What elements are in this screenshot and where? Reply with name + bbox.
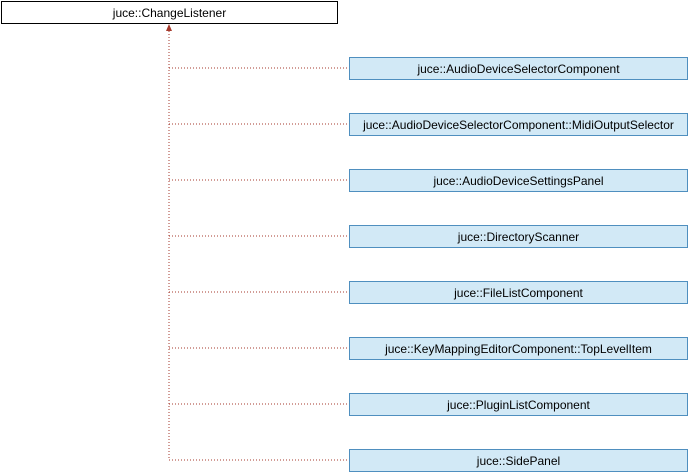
derived-class-node[interactable]: juce::KeyMappingEditorComponent::TopLeve… [349,337,688,360]
derived-class-node[interactable]: juce::PluginListComponent [349,393,688,416]
derived-class-node[interactable]: juce::AudioDeviceSelectorComponent::Midi… [349,113,688,136]
derived-class-label: juce::AudioDeviceSettingsPanel [433,173,604,188]
base-class-node: juce::ChangeListener [1,1,338,24]
derived-class-label: juce::AudioDeviceSelectorComponent [417,61,620,76]
derived-class-label: juce::SidePanel [476,453,561,468]
derived-class-label: juce::PluginListComponent [447,397,590,412]
derived-class-label: juce::DirectoryScanner [457,229,580,244]
derived-class-node[interactable]: juce::FileListComponent [349,281,688,304]
derived-class-label: juce::FileListComponent [454,285,583,300]
derived-class-node[interactable]: juce::SidePanel [349,449,688,472]
derived-class-label: juce::KeyMappingEditorComponent::TopLeve… [385,341,652,356]
derived-class-node[interactable]: juce::AudioDeviceSettingsPanel [349,169,688,192]
base-class-label: juce::ChangeListener [112,5,227,20]
inheritance-arrowhead [166,24,172,31]
derived-class-node[interactable]: juce::DirectoryScanner [349,225,688,248]
derived-class-label: juce::AudioDeviceSelectorComponent::Midi… [363,117,674,132]
derived-class-node[interactable]: juce::AudioDeviceSelectorComponent [349,57,688,80]
